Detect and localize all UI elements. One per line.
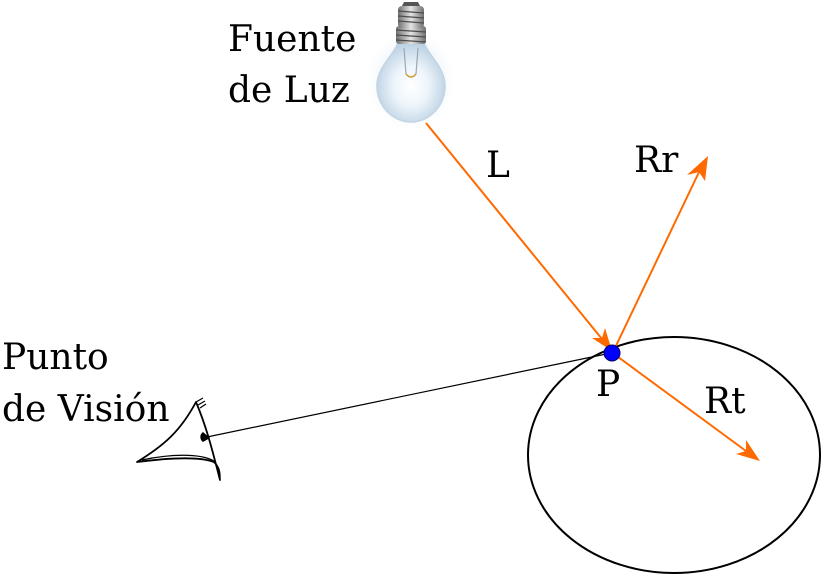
light-source-label-line1: Fuente [228, 19, 356, 60]
reflected-ray-label: Rr [634, 140, 679, 181]
incident-ray [425, 122, 612, 351]
light-bulb-icon [367, 2, 455, 130]
intersection-point-label: P [596, 364, 620, 405]
object-ellipse [527, 336, 821, 574]
view-ray [206, 352, 612, 438]
reflected-ray [613, 156, 708, 351]
transmitted-ray-label: Rt [704, 381, 746, 422]
intersection-point [603, 344, 621, 362]
light-source-label-line2: de Luz [228, 70, 350, 111]
viewpoint-label-line1: Punto [2, 337, 109, 378]
viewpoint-label-line2: de Visión [2, 389, 170, 430]
transmitted-ray [613, 353, 760, 461]
eye-icon [136, 397, 221, 481]
incident-ray-label: L [486, 145, 510, 186]
